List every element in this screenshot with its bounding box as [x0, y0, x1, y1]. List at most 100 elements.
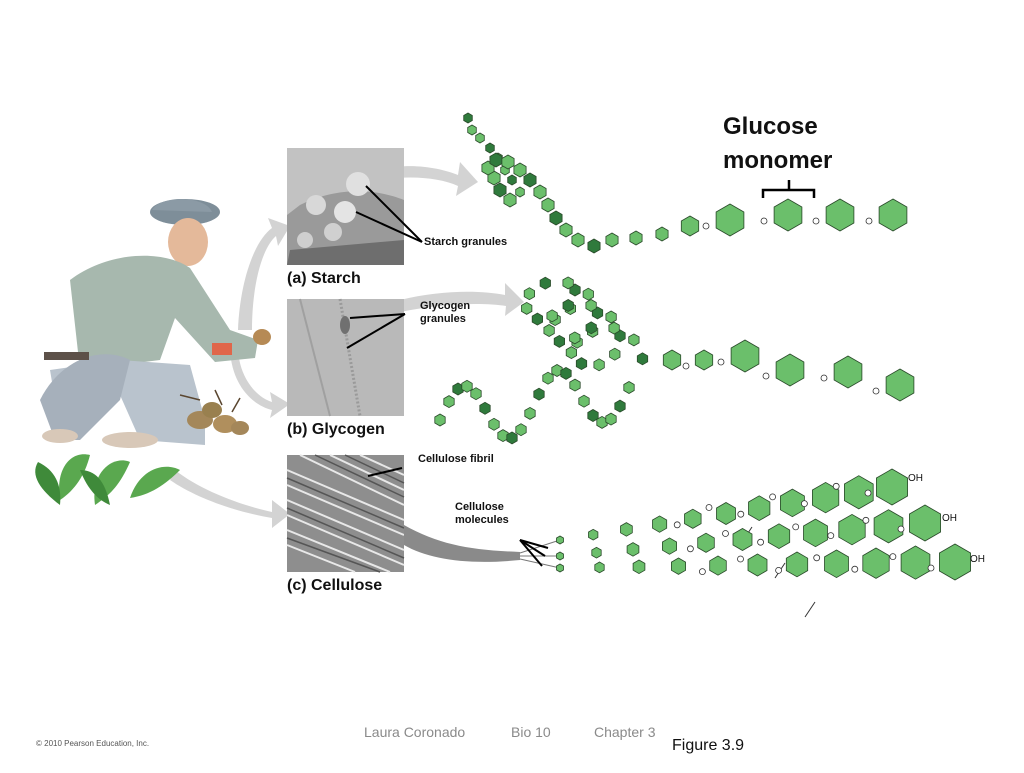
glycogen-glucose-unit — [479, 401, 491, 415]
glycogen-glucose-unit — [461, 379, 473, 393]
footer-course: Bio 10 — [511, 724, 551, 740]
starch-panel-label: (a) Starch — [287, 270, 361, 287]
footer-author: Laura Coronado — [364, 724, 466, 740]
oh-label-2: OH — [942, 513, 957, 524]
oxygen-atom — [820, 374, 828, 382]
glycogen-glucose-unit — [488, 417, 500, 431]
starch-glucose-unit — [515, 186, 525, 198]
starch-glucose-unit — [629, 230, 643, 246]
cellulose-glucose-unit — [876, 468, 908, 506]
starch-glucose-unit — [467, 124, 477, 136]
starch-glucose-unit — [475, 132, 485, 144]
oxygen-atom — [872, 387, 880, 395]
oxygen-atom — [757, 538, 764, 546]
glycogen-glucose-unit — [833, 355, 863, 389]
cellulose-glucose-unit — [838, 513, 866, 546]
oh-label-1: OH — [908, 473, 923, 484]
glycogen-glucose-unit — [575, 357, 588, 371]
pointer-lines — [346, 185, 549, 567]
starch-glucose-unit — [541, 197, 555, 213]
cellulose-molecules-label: Cellulose molecules — [455, 501, 509, 526]
glycogen-micrograph — [287, 298, 404, 417]
oxygen-atom — [775, 567, 782, 574]
oxygen-atom — [801, 500, 808, 508]
arrow-glycogen-to-chain — [400, 283, 524, 316]
glycogen-glucose-unit — [585, 321, 597, 335]
cellulose-glucose-unit — [591, 546, 602, 559]
cellulose-glucose-unit — [556, 563, 564, 573]
starch-glucose-unit — [513, 162, 527, 178]
starch-glucose-unit — [463, 112, 473, 124]
oxygen-atom — [832, 482, 840, 490]
cellulose-glucose-unit — [824, 549, 849, 579]
glycogen-glucose-unit — [434, 413, 446, 427]
glycogen-glucose-unit — [497, 429, 509, 443]
glycogen-glucose-unit — [560, 366, 572, 380]
glycogen-glucose-unit — [585, 299, 597, 312]
oxygen-atom — [851, 565, 859, 573]
cellulose-glucose-unit — [588, 528, 599, 541]
cellulose-glucose-unit — [909, 504, 941, 542]
glycogen-glucose-unit — [569, 378, 581, 392]
starch-glucose-unit — [493, 182, 507, 198]
cellulose-glucose-unit — [697, 532, 715, 553]
glycogen-glucose-unit — [578, 394, 590, 408]
oxygen-atom — [699, 568, 706, 575]
glycogen-glucose-unit — [569, 331, 581, 345]
oxygen-atom — [737, 510, 745, 518]
glycogen-glucose-unit — [605, 310, 617, 324]
glycogen-glucose-unit — [885, 368, 915, 402]
arrow-farmer-to-glycogen — [230, 350, 290, 418]
glycogen-glucose-unit — [608, 321, 620, 335]
oxygen-atom — [864, 489, 872, 497]
glucose-monomer-label: Glucose monomer — [723, 113, 833, 174]
cellulose-glucose-unit — [716, 502, 736, 525]
oxygen-atom — [687, 545, 694, 553]
glycogen-glucose-unit — [523, 287, 535, 301]
oxygen-atom — [673, 521, 681, 529]
oxygen-atom — [889, 553, 897, 560]
cellulose-glucose-unit — [594, 561, 605, 574]
glycogen-panel-label: (b) Glycogen — [287, 421, 385, 438]
glycogen-glucose-unit — [623, 381, 635, 394]
glycogen-glucose-unit — [662, 349, 682, 371]
glycogen-glucose-unit — [524, 406, 536, 420]
starch-glucose-unit — [507, 174, 517, 186]
cellulose-glucose-unit — [671, 557, 686, 575]
cellulose-glucose-unit — [785, 551, 809, 578]
cellulose-glucose-unit — [709, 555, 727, 576]
starch-glucose-unit — [605, 232, 619, 248]
cellulose-glucose-unit — [939, 543, 971, 581]
glycogen-glucose-unit — [730, 339, 760, 373]
cellulose-glucose-unit — [652, 515, 668, 533]
cellulose-glucose-unit — [767, 523, 791, 550]
glycogen-glucose-unit — [533, 387, 545, 401]
starch-glucose-unit — [878, 198, 908, 232]
starch-glucose-unit — [655, 226, 669, 242]
cellulose-glucose-unit — [803, 518, 828, 548]
cellulose-fibril-cone — [404, 525, 520, 562]
glycogen-granules-label: Glycogen granules — [420, 300, 471, 325]
starch-glucose-unit — [523, 172, 537, 188]
glycogen-glucose-unit — [636, 352, 649, 366]
cellulose-glucose-unit — [780, 488, 805, 518]
potato-plant — [179, 389, 249, 435]
oxygen-atom — [769, 493, 776, 501]
glycogen-glucose-unit — [562, 299, 574, 312]
starch-glucose-unit — [485, 142, 495, 154]
oxygen-atom — [722, 530, 729, 537]
oxygen-atom — [813, 554, 821, 562]
glycogen-glucose-unit — [443, 395, 455, 409]
cellulose-glucose-unit — [620, 522, 633, 537]
oxygen-atom — [827, 532, 835, 539]
glycogen-glucose-unit — [543, 324, 555, 337]
starch-glucose-unit — [571, 232, 585, 248]
copyright-notice: © 2010 Pearson Education, Inc. — [36, 739, 150, 748]
glycogen-glucose-unit — [587, 409, 599, 422]
oxygen-atom — [737, 555, 744, 563]
figure-number: Figure 3.9 — [672, 737, 745, 754]
arrow-starch-to-chain — [380, 162, 478, 196]
starch-micrograph — [287, 148, 404, 265]
cellulose-fibril-label: Cellulose fibril — [418, 453, 494, 465]
